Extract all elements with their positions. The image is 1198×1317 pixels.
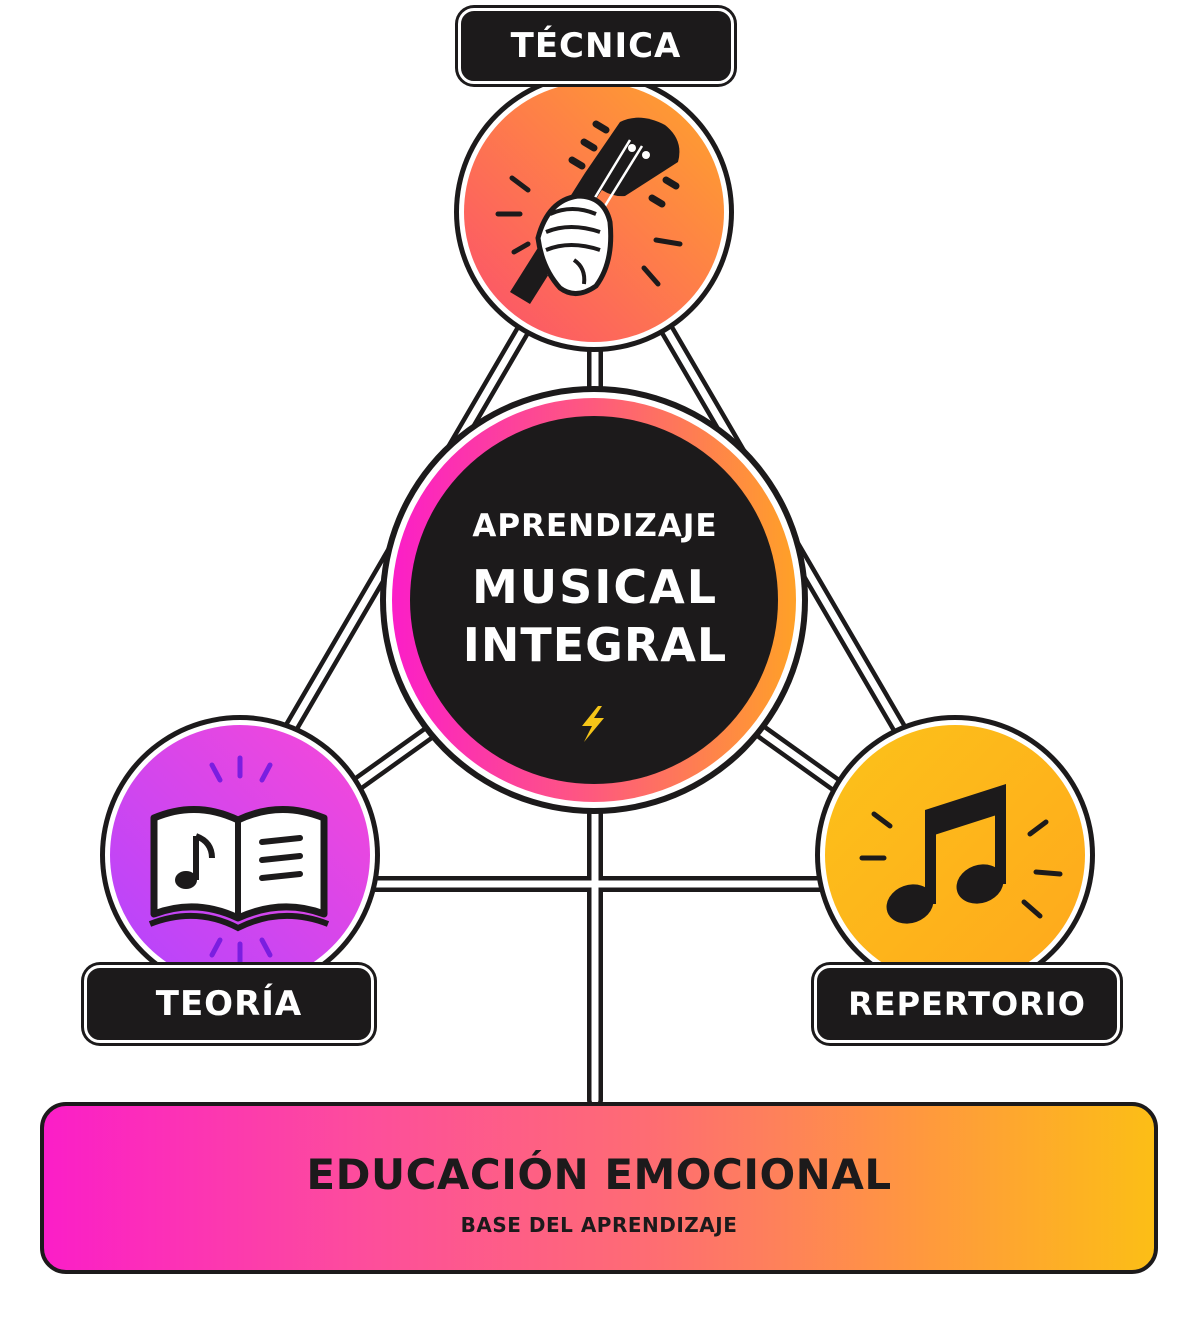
tecnica-node (454, 72, 734, 352)
rays-top (209, 755, 273, 965)
center-title-line1: APRENDIZAJE (472, 508, 718, 544)
label-repertorio: REPERTORIO (814, 965, 1120, 1043)
center-title-line2: MUSICAL (471, 560, 719, 614)
center-title-line3: INTEGRAL (462, 618, 728, 672)
label-teoria: TEORÍA (84, 965, 374, 1043)
repertorio-node (815, 715, 1095, 995)
rays (859, 811, 1063, 919)
base-banner: EDUCACIÓN EMOCIONAL BASE DEL APRENDIZAJE (40, 1102, 1158, 1274)
center-node (380, 386, 808, 814)
base-title: EDUCACIÓN EMOCIONAL (306, 1150, 892, 1199)
center-title: APRENDIZAJE MUSICAL INTEGRAL (410, 508, 780, 674)
base-subtitle: BASE DEL APRENDIZAJE (460, 1213, 738, 1237)
lightning-icon (582, 706, 604, 742)
label-tecnica: TÉCNICA (458, 8, 734, 84)
music-notes-icon (886, 784, 1006, 924)
teoria-node (100, 715, 380, 995)
guitar-hand-icon (495, 117, 683, 304)
music-book-icon (148, 806, 330, 932)
